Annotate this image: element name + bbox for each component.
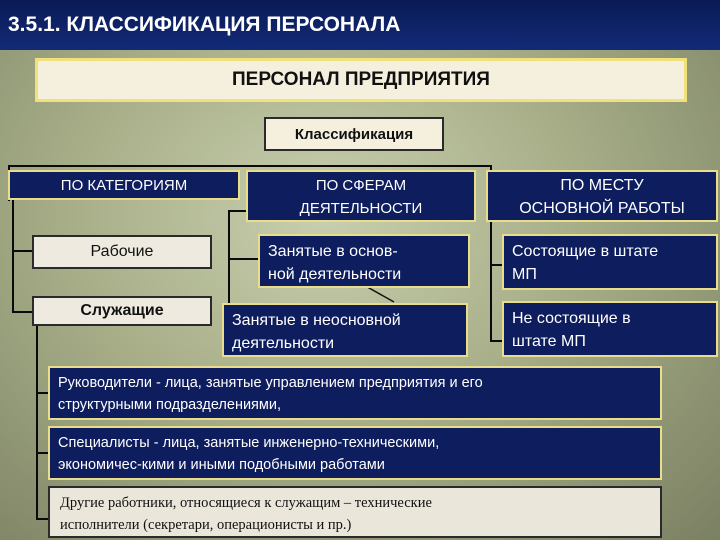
connector-line — [36, 326, 38, 520]
item-line-2: ной деятельности — [268, 266, 402, 283]
desc-line-1: Руководители - лица, занятые управлением… — [58, 375, 483, 391]
item-line-1: Занятые в неосновной — [232, 312, 401, 329]
category-header-by-sphere: ПО СФЕРАМ ДЕЯТЕЛЬНОСТИ — [246, 170, 476, 222]
item-employees: Служащие — [32, 296, 212, 326]
classification-node: Классификация — [264, 117, 444, 151]
connector-line — [228, 258, 260, 260]
item-workers-label: Рабочие — [90, 243, 154, 260]
desc-line-2: структурными подразделениями, — [58, 397, 282, 413]
connector-line — [36, 392, 50, 394]
header-line-1: ПО СФЕРАМ — [315, 177, 407, 194]
connector-line — [228, 210, 230, 325]
item-workers: Рабочие — [32, 235, 212, 269]
item-line-2: штате МП — [512, 333, 586, 350]
item-line-1: Занятые в основ- — [268, 243, 398, 260]
item-line-1: Не состоящие в — [512, 310, 631, 327]
item-on-staff: Состоящие в штате МП — [502, 234, 718, 290]
connector-line — [12, 198, 14, 313]
connector-line — [8, 165, 492, 167]
desc-line-1: Специалисты - лица, занятые инженерно-те… — [58, 435, 440, 451]
connector-line — [36, 452, 48, 454]
connector-line — [490, 340, 504, 342]
connector-line — [228, 210, 246, 212]
connector-line — [12, 250, 34, 252]
header-line-2: ОСНОВНОЙ РАБОТЫ — [519, 200, 685, 217]
desc-line-2: исполнители (секретари, операционисты и … — [60, 517, 352, 533]
category-header-by-category: ПО КАТЕГОРИЯМ — [8, 170, 240, 200]
item-employees-label: Служащие — [80, 302, 164, 319]
connector-line — [12, 311, 34, 313]
item-main-activity: Занятые в основ- ной деятельности — [258, 234, 470, 288]
header-line-2: ДЕЯТЕЛЬНОСТИ — [299, 200, 423, 217]
employee-type-specialists: Специалисты - лица, занятые инженерно-те… — [48, 426, 662, 480]
item-not-on-staff: Не состоящие в штате МП — [502, 301, 718, 357]
connector-line — [490, 264, 504, 266]
desc-line-2: экономичес-кими и иными подобными работа… — [58, 457, 385, 473]
category-header-by-place: ПО МЕСТУ ОСНОВНОЙ РАБОТЫ — [486, 170, 718, 222]
category-header-label: ПО КАТЕГОРИЯМ — [60, 176, 188, 194]
item-line-2: МП — [512, 266, 537, 283]
employee-type-managers: Руководители - лица, занятые управлением… — [48, 366, 662, 420]
employee-type-other: Другие работники, относящиеся к служащим… — [48, 486, 662, 538]
root-node-personnel: ПЕРСОНАЛ ПРЕДПРИЯТИЯ — [35, 58, 687, 102]
connector-line — [36, 518, 50, 520]
connector-line — [490, 222, 492, 342]
slide-title: 3.5.1. КЛАССИФИКАЦИЯ ПЕРСОНАЛА — [0, 0, 720, 50]
header-line-1: ПО МЕСТУ — [560, 177, 644, 194]
item-line-2: деятельности — [232, 335, 335, 352]
item-non-main-activity: Занятые в неосновной деятельности — [222, 303, 468, 357]
item-line-1: Состоящие в штате — [512, 243, 659, 260]
desc-line-1: Другие работники, относящиеся к служащим… — [60, 495, 432, 511]
